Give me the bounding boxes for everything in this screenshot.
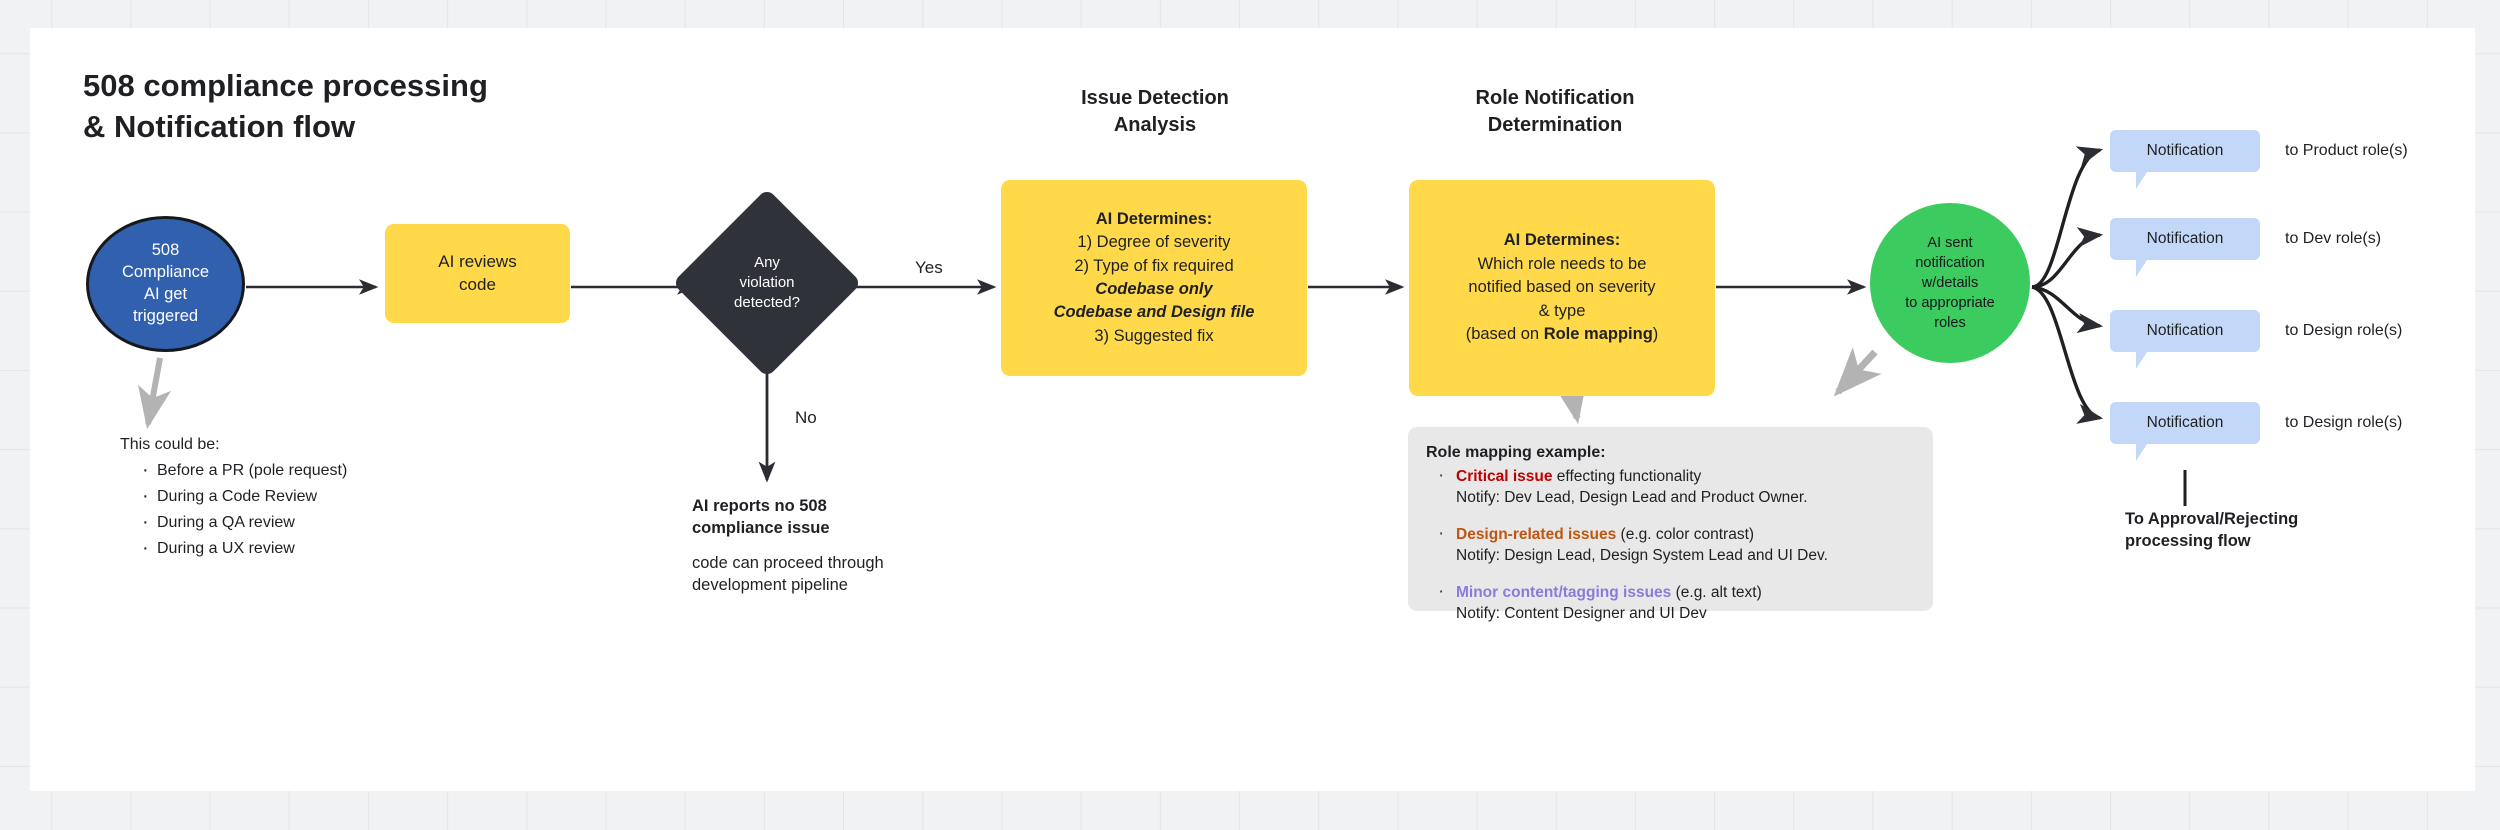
whiteboard-surface: [30, 28, 2475, 791]
pointer-green-note: [1833, 347, 1882, 397]
role-mapping-rest: effecting functionality: [1552, 468, 1702, 485]
notification-bubble-product[interactable]: Notification: [2110, 130, 2260, 189]
notification-bubble-design-1[interactable]: Notification: [2110, 310, 2260, 369]
section-heading-issue-detection: Issue Detection Analysis: [1081, 87, 1229, 136]
node-role-notification[interactable]: AI Determines: Which role needs to be no…: [1409, 180, 1715, 396]
diamond-label: Any violation detected?: [734, 253, 800, 312]
role-mapping-rest: (e.g. color contrast): [1616, 526, 1755, 544]
pointer-start-note: [138, 357, 172, 430]
notification-target-design-2: to Design role(s): [2285, 414, 2403, 431]
role-mapping-item: Design-related issues (e.g. color contra…: [1426, 521, 1913, 566]
no-branch-subtitle: code can proceed through development pip…: [692, 554, 884, 595]
role-mapping-notify: Notify: Content Designer and UI Dev: [1456, 605, 1707, 623]
node-decision-any-violation[interactable]: Any violation detected?: [672, 188, 862, 378]
role-mapping-rest: (e.g. alt text): [1671, 584, 1762, 602]
role-box-line-4-prefix: (based on: [1465, 325, 1544, 344]
role-mapping-key-minor: Minor content/tagging issues: [1456, 584, 1672, 602]
issue-box-emphasis-1: Codebase only: [1095, 280, 1213, 298]
list-item: Before a PR (pole request): [140, 460, 347, 481]
edge-label-no: No: [795, 408, 817, 427]
notification-bubble-design-2[interactable]: Notification: [2110, 402, 2260, 461]
role-box-title: AI Determines:: [1503, 231, 1621, 250]
role-mapping-notify: Notify: Dev Lead, Design Lead and Produc…: [1456, 488, 1808, 506]
no-branch-title: AI reports no 508 compliance issue: [692, 497, 830, 538]
issue-box-line-2: 2) Type of fix required: [1074, 256, 1234, 275]
edge-green-to-notification-4: [2031, 285, 2104, 424]
role-mapping-item: Critical issue effecting functionality N…: [1426, 463, 1913, 508]
edge-label-yes: Yes: [915, 258, 943, 277]
issue-box-line-1: 1) Degree of severity: [1077, 233, 1231, 252]
list-item: During a QA review: [140, 512, 347, 533]
issue-box-title: AI Determines:: [1095, 209, 1213, 228]
node-issue-detection[interactable]: AI Determines: 1) Degree of severity 2) …: [1001, 180, 1307, 376]
role-box-line-4-suffix: ): [1652, 325, 1659, 344]
section-heading-role-notification: Role Notification Determination: [1475, 87, 1635, 136]
edge-green-to-notification-2: [2031, 227, 2104, 289]
role-box-line-1: Which role needs to be: [1477, 254, 1647, 273]
role-mapping-key-critical: Critical issue: [1456, 468, 1553, 485]
role-mapping-notify: Notify: Design Lead, Design System Lead …: [1456, 546, 1828, 564]
notification-target-dev: to Dev role(s): [2285, 230, 2382, 247]
node-ai-sent-notification[interactable]: AI sent notification w/details to approp…: [1870, 203, 2030, 363]
issue-box-line-3: 3) Suggested fix: [1094, 326, 1214, 345]
page-title: 508 compliance processing & Notification…: [83, 68, 488, 144]
list-item: During a Code Review: [140, 486, 347, 507]
notification-bubble-dev[interactable]: Notification: [2110, 218, 2260, 277]
role-mapping-key-design: Design-related issues: [1456, 526, 1617, 544]
issue-box-emphasis-2: Codebase and Design file: [1053, 303, 1255, 322]
notification-target-design-1: to Design role(s): [2285, 322, 2403, 339]
role-mapping-title: Role mapping example:: [1426, 444, 1606, 461]
role-mapping-item: Minor content/tagging issues (e.g. alt t…: [1426, 579, 1913, 624]
role-box-line-2: notified based on severity: [1468, 278, 1656, 297]
trigger-note-list: Before a PR (pole request) During a Code…: [120, 460, 347, 559]
role-box-line-4-bold: Role mapping: [1543, 325, 1653, 344]
edge-green-to-notification-3: [2031, 285, 2104, 334]
node-ai-reviews-code[interactable]: AI reviews code: [385, 224, 570, 323]
list-item: During a UX review: [140, 538, 347, 559]
edge-green-to-notification-1: [2031, 146, 2104, 289]
node-start-circle[interactable]: 508 Compliance AI get triggered: [86, 216, 245, 352]
notification-target-product: to Product role(s): [2285, 142, 2408, 159]
role-mapping-panel: Role mapping example: Critical issue eff…: [1408, 427, 1933, 622]
role-box-line-3: & type: [1538, 301, 1586, 320]
trigger-note: This could be: Before a PR (pole request…: [120, 436, 347, 559]
approval-flow-note: To Approval/Rejecting processing flow: [2125, 510, 2299, 551]
trigger-note-lead: This could be:: [120, 436, 220, 453]
